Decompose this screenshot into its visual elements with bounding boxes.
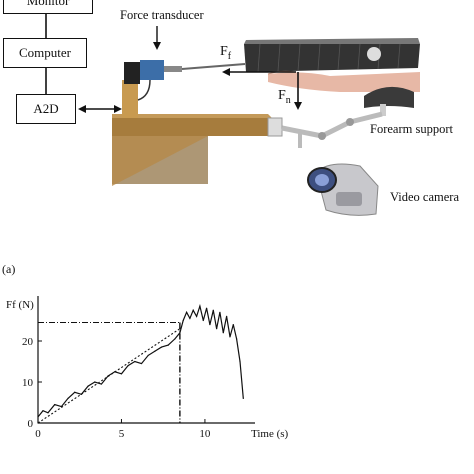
ff-main: F	[220, 44, 228, 59]
y-tick-label: 10	[22, 377, 34, 389]
force-point	[87, 385, 89, 387]
computer-label: Computer	[19, 45, 71, 60]
panel-a-label: (a)	[2, 262, 16, 276]
force-point	[199, 305, 201, 307]
table	[112, 114, 274, 186]
force-point	[229, 336, 231, 338]
ff-sub: f	[227, 50, 232, 62]
force-transducer-label: Force transducer	[120, 8, 204, 22]
force-point	[222, 332, 224, 334]
fn-main: F	[278, 88, 286, 103]
force-point	[67, 397, 69, 399]
force-point	[216, 328, 218, 330]
trend-series-line	[37, 328, 181, 424]
force-point	[74, 391, 76, 393]
force-point	[154, 350, 156, 352]
force-point	[174, 338, 176, 340]
force-point	[134, 360, 136, 363]
force-point	[160, 346, 163, 348]
y-tick-label: 20	[22, 336, 34, 348]
force-point	[54, 403, 56, 406]
friction-surface	[244, 38, 420, 73]
force-point	[205, 307, 208, 309]
force-point	[189, 317, 191, 320]
force-point	[100, 383, 103, 385]
force-point	[202, 319, 204, 322]
fn-sub: n	[285, 94, 291, 106]
forearm-support-rest	[364, 86, 414, 116]
computer-block: Computer	[3, 38, 87, 68]
video-camera-label: Video camera	[390, 190, 460, 204]
trend-point	[37, 422, 39, 424]
force-point	[147, 354, 149, 356]
force-point	[179, 332, 181, 334]
a2d-label: A2D	[33, 101, 59, 116]
y-axis-label: Ff (N)	[6, 299, 34, 311]
force-point	[192, 309, 194, 311]
forearm-support-label: Forearm support	[370, 122, 453, 136]
force-point	[94, 381, 96, 383]
force-point	[236, 338, 238, 340]
trend-point	[179, 328, 181, 330]
force-point	[195, 315, 198, 317]
force-point	[239, 360, 241, 363]
monitor-label: Monitor	[26, 0, 70, 8]
x-tick-label: 5	[119, 428, 125, 440]
force-point	[185, 311, 188, 313]
fn-label: Fn	[278, 88, 291, 106]
support-arm	[267, 111, 383, 148]
force-point	[209, 324, 211, 326]
force-point	[212, 309, 214, 311]
force-point	[140, 362, 143, 365]
y-tick-label: 0	[28, 418, 34, 430]
force-point	[226, 315, 228, 317]
force-point	[47, 412, 49, 414]
force-point	[242, 397, 244, 399]
ff-label: Ff	[220, 44, 231, 62]
force-point	[37, 416, 39, 418]
force-point	[182, 319, 184, 322]
force-point	[127, 365, 129, 367]
x-tick-label: 0	[35, 428, 41, 440]
force-point	[120, 373, 123, 375]
x-axis-label: Time (s)	[251, 428, 289, 440]
force-point	[232, 324, 234, 326]
x-tick-label: 10	[199, 428, 211, 440]
a2d-block: A2D	[16, 94, 76, 124]
force-series-line	[37, 303, 244, 418]
force-point	[42, 410, 44, 412]
force-point	[219, 311, 221, 313]
force-point	[167, 344, 169, 346]
video-camera-icon	[307, 163, 379, 216]
monitor-block: Monitor	[3, 0, 93, 14]
transducer-mount	[122, 60, 246, 118]
